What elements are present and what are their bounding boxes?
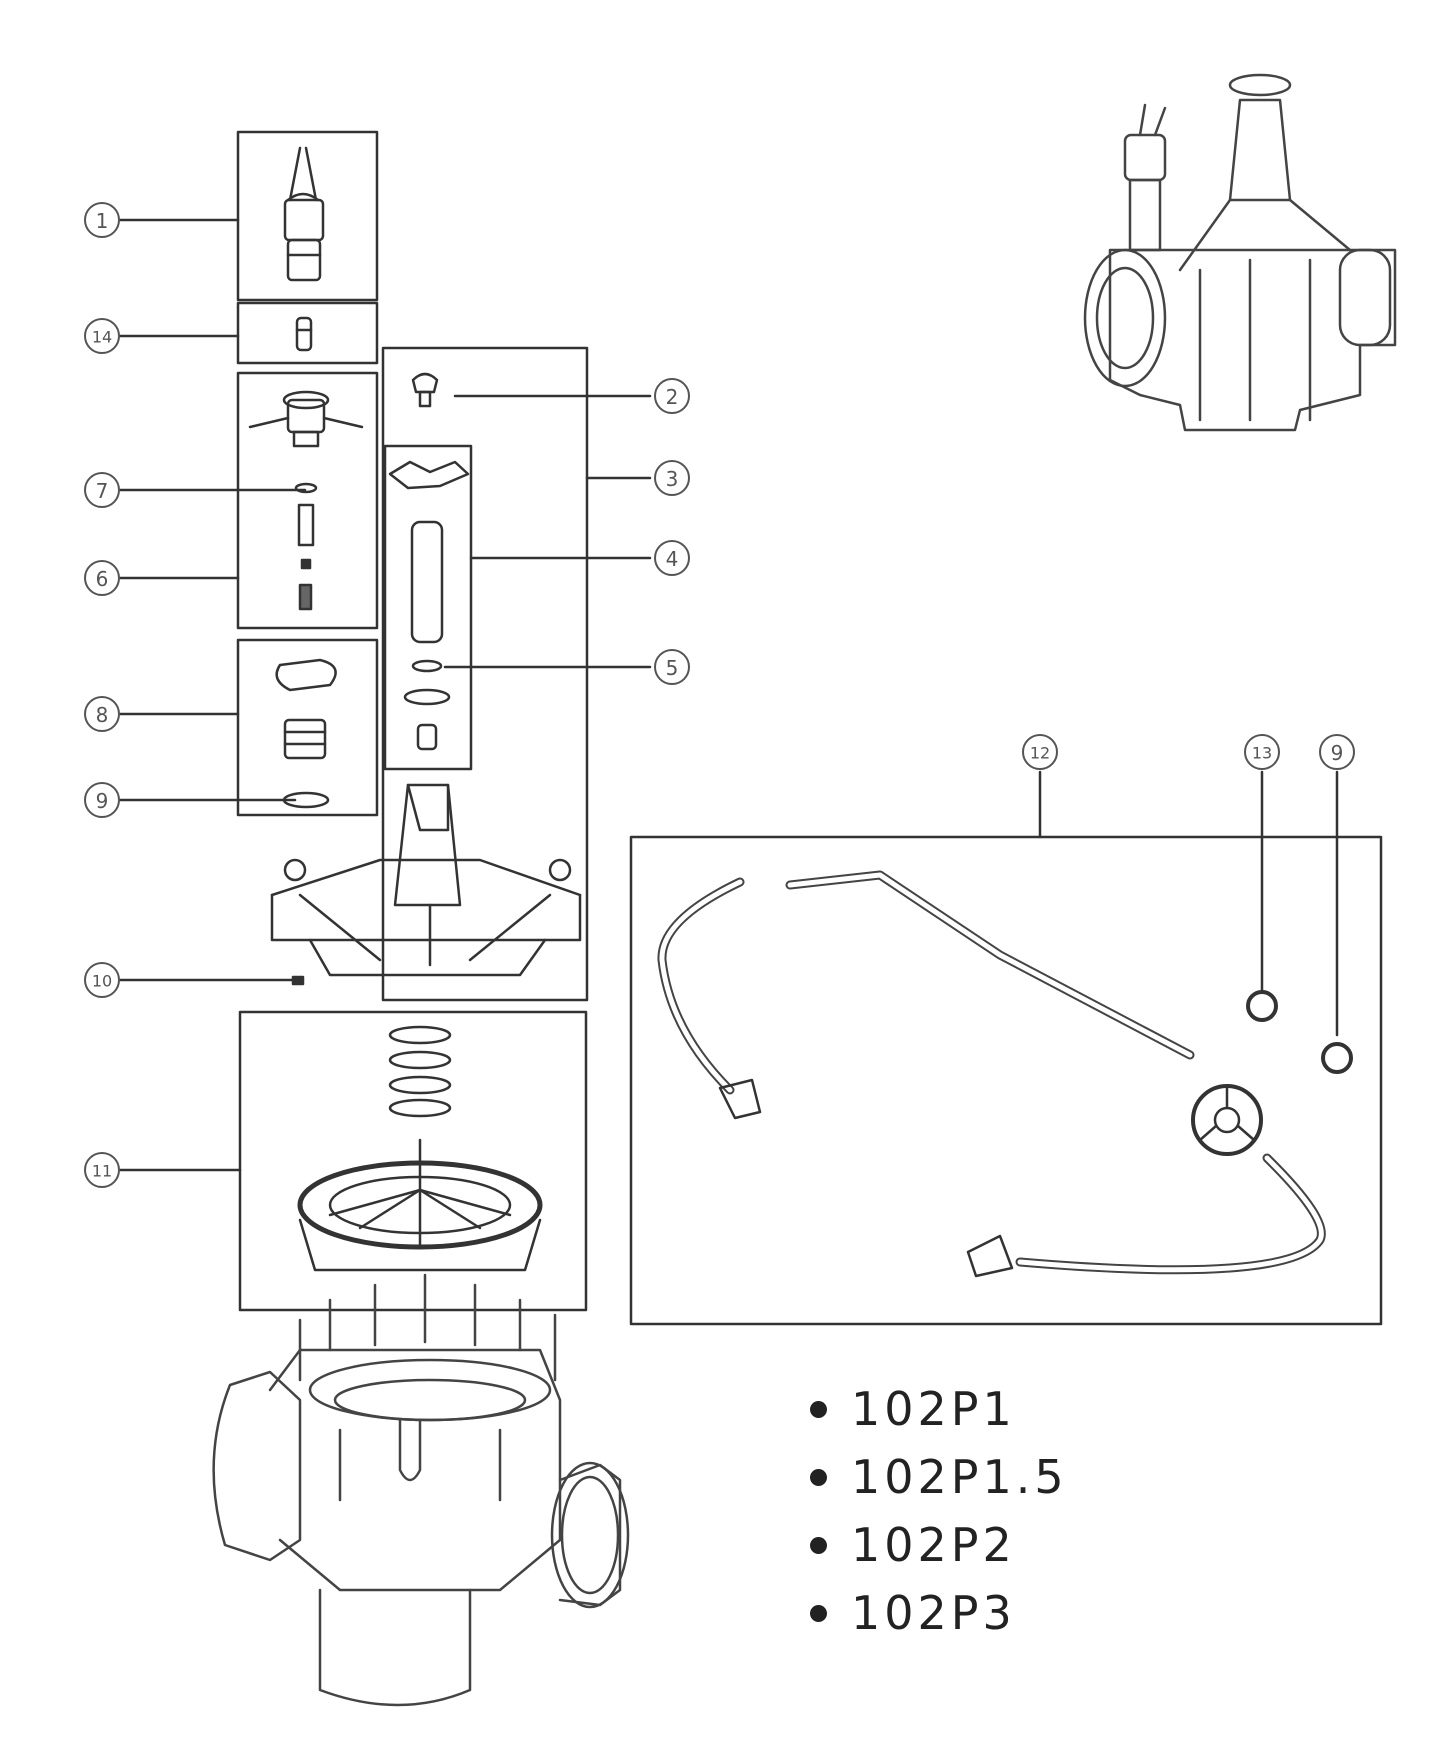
model-label: 102P2	[851, 1518, 1016, 1572]
callout-12	[1022, 734, 1058, 770]
model-item: 102P2	[810, 1511, 1068, 1579]
group-frame-filter	[236, 638, 379, 817]
callout-label: 5	[666, 656, 679, 680]
bullet-icon	[810, 1604, 827, 1622]
callout-11	[84, 1152, 120, 1188]
model-item: 102P3	[810, 1579, 1068, 1647]
callout-5	[654, 649, 690, 685]
model-label: 102P1.5	[851, 1450, 1068, 1504]
callout-10	[84, 962, 120, 998]
callout-label: 12	[1030, 744, 1050, 763]
model-label: 102P1	[851, 1382, 1016, 1436]
group-frame-flow-control	[383, 444, 473, 771]
callout-9	[84, 782, 120, 818]
callout-9b	[1319, 734, 1355, 770]
group-frame-selector	[236, 371, 379, 630]
tubing-kit-part	[657, 870, 1353, 1278]
valve-assembled-image	[1083, 73, 1397, 432]
selector-part	[248, 390, 364, 611]
diaphragm-part	[297, 1025, 543, 1272]
callout-7	[84, 472, 120, 508]
callout-label: 2	[666, 385, 679, 409]
model-item: 102P1	[810, 1375, 1068, 1443]
model-item: 102P1.5	[810, 1443, 1068, 1511]
group-frame-bonnet-assembly	[381, 346, 589, 1002]
o-ring-part	[291, 975, 305, 986]
callout-label: 8	[96, 703, 109, 727]
callout-4	[654, 540, 690, 576]
group-frame-solenoid	[236, 130, 379, 302]
valve-body-image	[212, 1273, 630, 1707]
bleed-screw-part	[411, 372, 439, 408]
callout-8	[84, 696, 120, 732]
callout-3	[654, 460, 690, 496]
plunger-part	[295, 316, 313, 352]
callout-label: 9	[96, 789, 109, 813]
callout-1	[84, 202, 120, 238]
callout-2	[654, 378, 690, 414]
filter-part	[275, 658, 337, 809]
callout-label: 4	[666, 547, 679, 571]
callout-label: 13	[1252, 744, 1272, 763]
flow-control-part	[388, 460, 470, 751]
callout-14	[84, 318, 120, 354]
group-frame-diaphragm	[238, 1010, 588, 1312]
callout-label: 7	[96, 479, 109, 503]
bullet-icon	[810, 1400, 827, 1418]
group-frame-tubing-kit	[629, 835, 1383, 1326]
callout-label: 14	[92, 328, 112, 347]
bullet-icon	[810, 1468, 827, 1486]
group-frame-plunger	[236, 301, 379, 365]
callout-label: 9	[1331, 741, 1344, 765]
model-list: 102P1 102P1.5 102P2 102P3	[810, 1375, 1068, 1647]
callout-label: 6	[96, 567, 109, 591]
callout-label: 10	[92, 972, 112, 991]
bonnet-part	[270, 783, 582, 977]
callout-label: 3	[666, 467, 679, 491]
callout-13	[1244, 734, 1280, 770]
callout-label: 1	[96, 209, 109, 233]
model-label: 102P3	[851, 1586, 1016, 1640]
callout-6	[84, 560, 120, 596]
callout-label: 11	[92, 1162, 112, 1181]
solenoid-part	[283, 146, 325, 282]
bullet-icon	[810, 1536, 827, 1554]
